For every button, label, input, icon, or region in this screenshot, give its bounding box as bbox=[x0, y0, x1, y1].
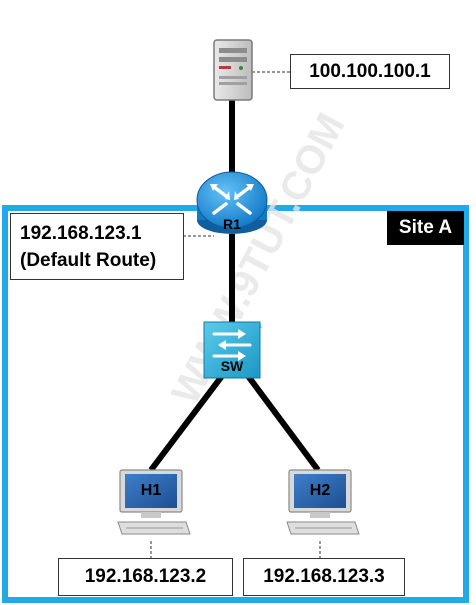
host-h2-name-label: H2 bbox=[309, 482, 331, 499]
host-h2-ip-label: 192.168.123.3 bbox=[243, 558, 405, 596]
router-note-text: (Default Route) bbox=[20, 250, 157, 271]
link-switch-h1 bbox=[148, 374, 225, 472]
router-ip-text: 192.168.123.1 bbox=[20, 223, 142, 244]
router-r1-icon bbox=[196, 171, 268, 234]
host-h1-ip-text: 192.168.123.2 bbox=[84, 566, 207, 587]
router-name-label: R1 bbox=[223, 216, 241, 232]
router-ip-label: 192.168.123.1 (Default Route) bbox=[10, 213, 184, 280]
server-ip-label: 100.100.100.1 bbox=[290, 54, 450, 89]
site-a-label: Site A bbox=[387, 211, 464, 245]
host-h1-ip-label: 192.168.123.2 bbox=[58, 558, 233, 596]
link-switch-h2 bbox=[245, 374, 321, 472]
host-h2-icon bbox=[286, 469, 360, 535]
host-h1-name-label: H1 bbox=[140, 482, 162, 499]
switch-sw-icon bbox=[203, 321, 262, 379]
host-h1-icon bbox=[117, 469, 191, 535]
server-ip-text: 100.100.100.1 bbox=[309, 61, 431, 82]
host-h2-ip-text: 192.168.123.3 bbox=[263, 566, 385, 587]
server-icon bbox=[213, 39, 253, 101]
switch-name-label: SW bbox=[220, 358, 244, 374]
